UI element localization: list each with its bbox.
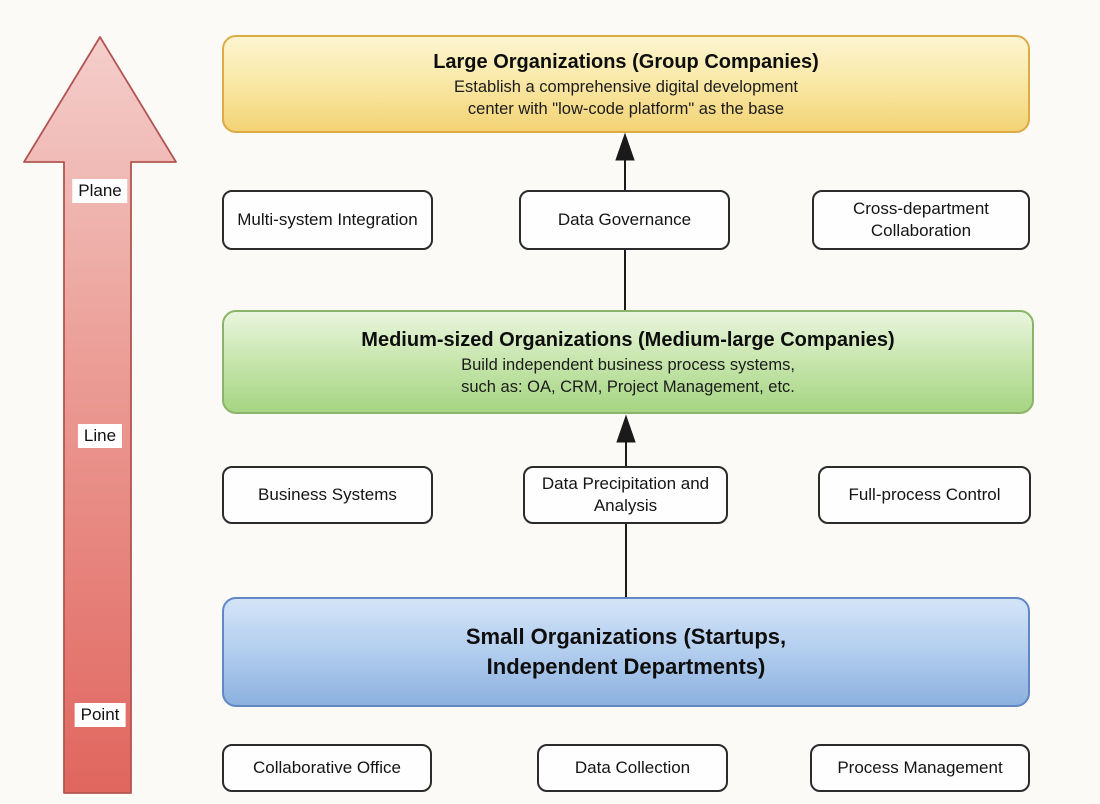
level-subtitle-line2: such as: OA, CRM, Project Management, et… bbox=[461, 377, 795, 396]
axis-label-point: Point bbox=[74, 703, 126, 727]
up-arrow-icon bbox=[23, 36, 177, 794]
level-subtitle-line2: center with "low-code platform" as the b… bbox=[467, 99, 785, 118]
level-title: Medium-sized Organizations (Medium-large… bbox=[361, 328, 895, 351]
axis-label-plane: Plane bbox=[72, 179, 128, 203]
level-box-large-organizations: Large Organizations (Group Companies) Es… bbox=[222, 35, 1030, 133]
level-title-line1: Small Organizations (Startups, bbox=[465, 624, 787, 649]
level-subtitle-line1: Build independent business process syste… bbox=[461, 355, 795, 374]
feature-box-multi-system-integration: Multi-system Integration bbox=[222, 190, 433, 250]
feature-box-business-systems: Business Systems bbox=[222, 466, 433, 524]
feature-box-data-collection: Data Collection bbox=[537, 744, 728, 792]
feature-box-data-precipitation-analysis: Data Precipitation and Analysis bbox=[523, 466, 728, 524]
level-title-line2: Independent Departments) bbox=[486, 654, 766, 679]
feature-box-data-governance: Data Governance bbox=[519, 190, 730, 250]
feature-box-collaborative-office: Collaborative Office bbox=[222, 744, 432, 792]
level-subtitle-line1: Establish a comprehensive digital develo… bbox=[454, 77, 798, 96]
level-title: Large Organizations (Group Companies) bbox=[433, 50, 819, 73]
level-box-small-organizations: Small Organizations (Startups, Independe… bbox=[222, 597, 1030, 707]
axis-label-line: Line bbox=[77, 424, 123, 448]
feature-box-full-process-control: Full-process Control bbox=[818, 466, 1031, 524]
level-box-medium-organizations: Medium-sized Organizations (Medium-large… bbox=[222, 310, 1034, 414]
feature-box-cross-department-collaboration: Cross-department Collaboration bbox=[812, 190, 1030, 250]
feature-box-process-management: Process Management bbox=[810, 744, 1030, 792]
